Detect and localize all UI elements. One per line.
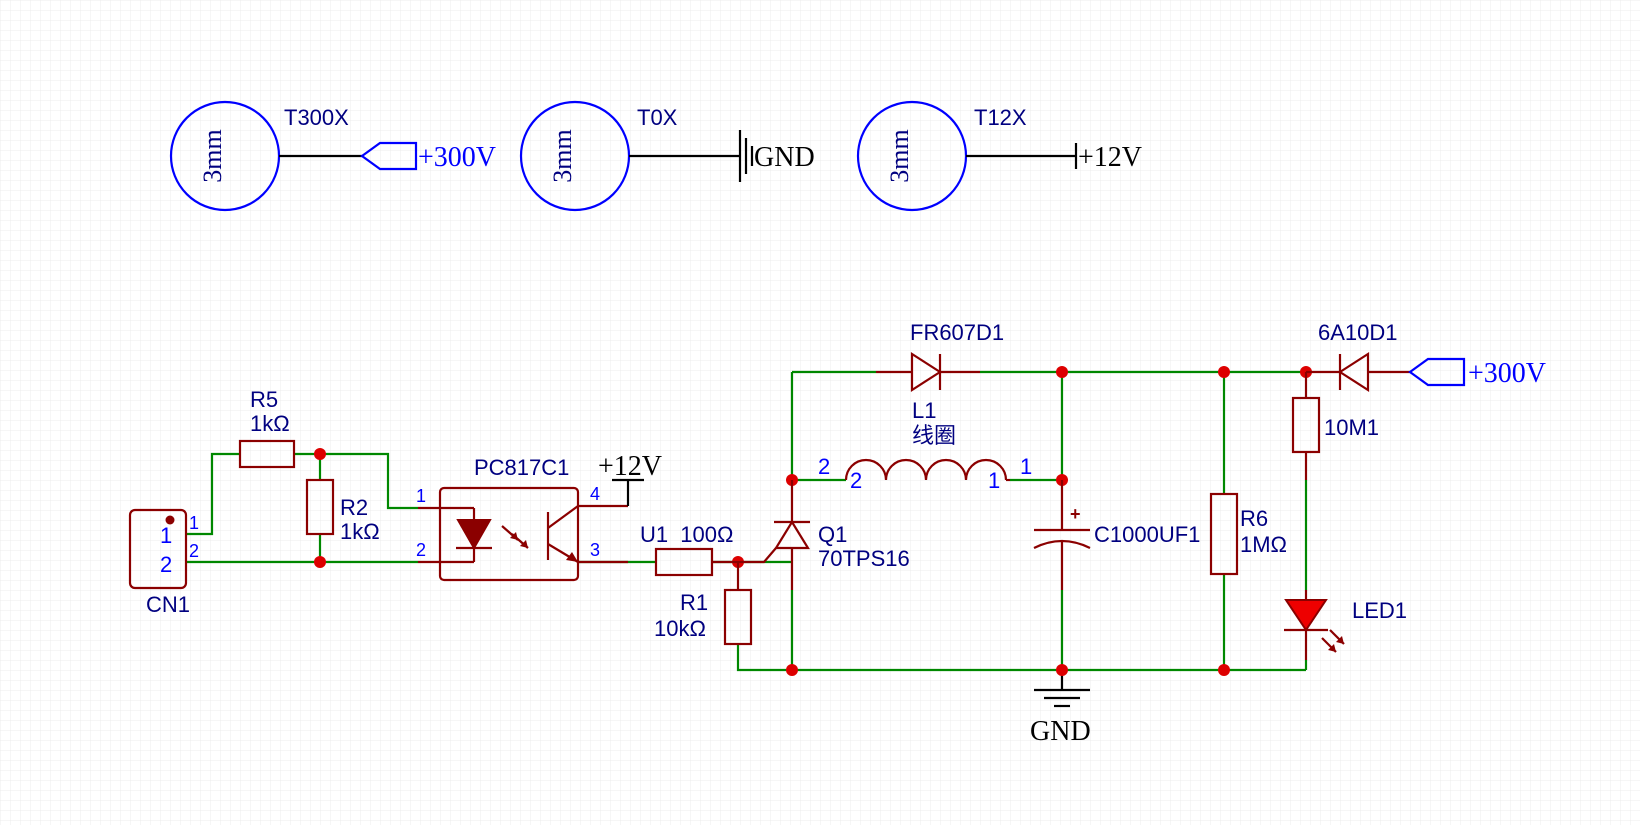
resistor-u1[interactable]: U1 100Ω	[640, 522, 733, 577]
resistor-r6[interactable]: R6 1MΩ	[1209, 492, 1287, 576]
optocoupler-pc817c1[interactable]: 1 2 3 4 PC817C1	[416, 455, 628, 582]
cn1-pin1-num: 1	[160, 523, 172, 548]
capacitor-c1000uf1[interactable]: + C1000UF1	[1033, 480, 1200, 590]
thyristor-q1[interactable]: Q1 70TPS16	[712, 480, 910, 590]
l1-pin1-outer: 1	[1020, 454, 1032, 479]
u1-value: 100Ω	[680, 522, 733, 547]
ground-symbol-top	[738, 130, 754, 182]
test-point-size: 3mm	[885, 129, 914, 182]
r6-value: 1MΩ	[1240, 532, 1287, 557]
gnd-bottom-label: GND	[1030, 716, 1091, 747]
cn1-pin2-label: 2	[189, 541, 199, 561]
l1-pin1-inner: 1	[988, 468, 1000, 493]
netflag-300v-label: +300V	[1468, 358, 1546, 389]
netflag-300v-top	[360, 141, 418, 171]
test-point-ref: T300X	[284, 105, 349, 130]
resistor-10m1[interactable]: 10M1	[1291, 372, 1379, 480]
vcc-12v-flag: +12V	[598, 451, 662, 506]
r1-ref: R1	[680, 590, 708, 615]
u1-ref: U1	[640, 522, 668, 547]
resistor-r2[interactable]: R2 1kΩ	[305, 478, 380, 544]
test-point-t12x[interactable]: 3mm T12X +12V	[856, 100, 1142, 212]
diode-fr607d1[interactable]: FR607D1	[876, 320, 1004, 393]
cn1-pin2-num: 2	[160, 552, 172, 577]
cn1-pin1-label: 1	[189, 513, 199, 533]
test-point-ref: T0X	[637, 105, 678, 130]
inductor-l1[interactable]: L1 线圈 2 2 1 1	[818, 398, 1032, 493]
test-point-size: 3mm	[548, 129, 577, 182]
netflag-300v-right: +300V	[1408, 357, 1546, 389]
pc817-ref: PC817C1	[474, 455, 569, 480]
cap-plus-mark: +	[1070, 504, 1081, 524]
junction-dots	[314, 366, 1312, 676]
r1-value: 10kΩ	[654, 616, 706, 641]
fr607-ref: FR607D1	[910, 320, 1004, 345]
vcc-label: +12V	[1078, 142, 1142, 173]
ground-symbol-bottom: GND	[1030, 688, 1091, 747]
l1-ref: L1	[912, 398, 936, 423]
6a10-ref: 6A10D1	[1318, 320, 1398, 345]
l1-pin2-outer: 2	[818, 454, 830, 479]
connector-cn1[interactable]: 1 2 1 2 CN1	[128, 508, 199, 617]
netflag-label: +300V	[418, 142, 496, 173]
l1-value: 线圈	[912, 423, 956, 448]
q1-ref: Q1	[818, 522, 847, 547]
r2-ref: R2	[340, 495, 368, 520]
test-point-ref: T12X	[974, 105, 1027, 130]
r2-value: 1kΩ	[340, 519, 380, 544]
cn1-ref: CN1	[146, 592, 190, 617]
r5-ref: R5	[250, 387, 278, 412]
test-point-t0x[interactable]: 3mm T0X GND	[519, 100, 815, 212]
pc817-pin4: 4	[590, 484, 600, 504]
led-led1[interactable]: LED1	[1284, 590, 1407, 660]
l1-pin2-inner: 2	[850, 468, 862, 493]
vcc-12v-label: +12V	[598, 451, 662, 482]
pc817-pin2: 2	[416, 540, 426, 560]
10m-ref: 10M1	[1324, 415, 1379, 440]
r6-ref: R6	[1240, 506, 1268, 531]
led1-ref: LED1	[1352, 598, 1407, 623]
resistor-r5[interactable]: R5 1kΩ	[238, 387, 296, 469]
pc817-pin1: 1	[416, 486, 426, 506]
c1-ref: C1000UF1	[1094, 522, 1200, 547]
resistor-r1[interactable]: R1 10kΩ	[654, 562, 753, 646]
diode-6a10d1[interactable]: 6A10D1	[1306, 320, 1410, 393]
u1-ref-value: U1 100Ω	[640, 522, 733, 547]
test-point-t300x[interactable]: 3mm T300X +300V	[169, 100, 496, 212]
pc817-pin3: 3	[590, 540, 600, 560]
r5-value: 1kΩ	[250, 411, 290, 436]
test-point-size: 3mm	[198, 129, 227, 182]
q1-value: 70TPS16	[818, 546, 910, 571]
gnd-label: GND	[754, 142, 815, 173]
